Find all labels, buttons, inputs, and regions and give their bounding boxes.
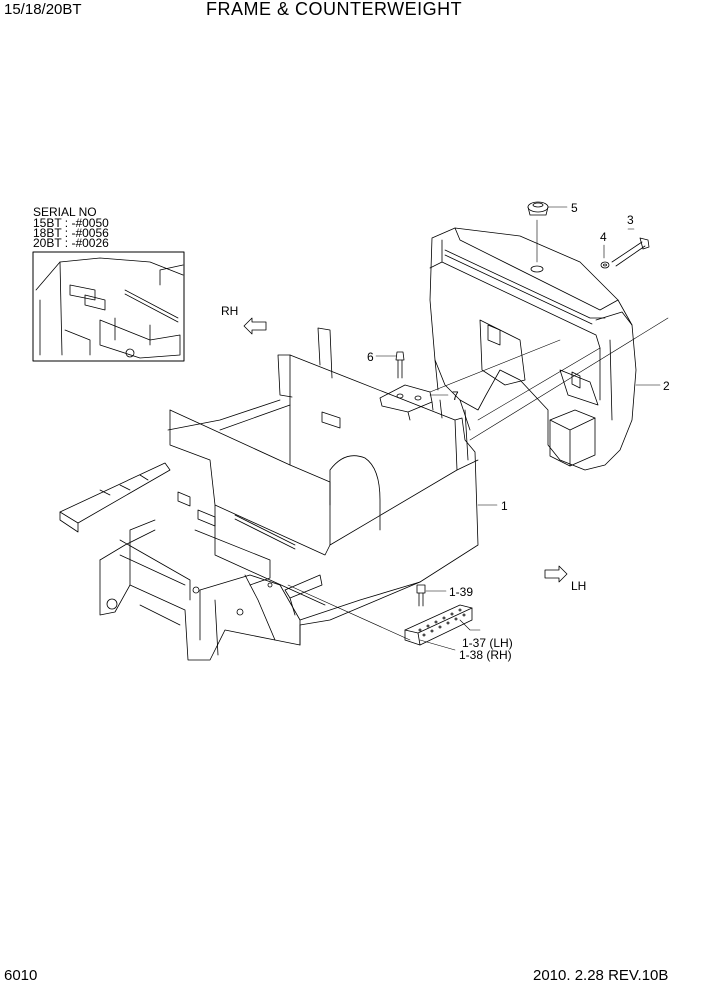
lh-direction-arrow (544, 565, 568, 583)
fastener-6-bolt (395, 351, 405, 379)
fastener-4-washer (600, 261, 610, 269)
serial-line-15bt: 15BT : -#0050 (33, 216, 109, 230)
page-title: FRAME & COUNTERWEIGHT (206, 0, 463, 19)
model-label: 15/18/20BT (4, 1, 82, 18)
bracket-7 (379, 384, 434, 421)
callout-5: 5 (571, 201, 578, 215)
direction-label-rh: RH (221, 304, 239, 318)
callout-2: 2 (663, 379, 670, 393)
fastener-5-plug (527, 201, 549, 263)
serial-inset-detail (32, 251, 185, 362)
callout-4: 4 (600, 230, 607, 244)
fastener-1-39-bolt (416, 584, 426, 607)
fastener-3-bolt (611, 237, 650, 267)
serial-line-18bt: 18BT : -#0056 (33, 226, 109, 240)
callout-1-38: 1-38 (RH) (459, 648, 512, 662)
callout-7: 7 (452, 389, 459, 403)
serial-heading: SERIAL NO (33, 205, 97, 219)
counterweight (429, 227, 637, 471)
leader-lines (287, 206, 669, 651)
revision-info: 2010. 2.28 REV.10B (533, 967, 669, 984)
direction-label-lh: LH (571, 579, 587, 593)
frame (59, 327, 479, 661)
callout-6: 6 (367, 350, 374, 364)
callout-1-39: 1-39 (449, 585, 474, 599)
callout-1: 1 (501, 499, 508, 513)
callout-1-37: 1-37 (LH) (462, 636, 513, 650)
serial-line-20bt: 20BT : -#0026 (33, 236, 109, 250)
rh-direction-arrow (243, 317, 267, 335)
step-plate (404, 604, 473, 646)
callout-3: 3 (627, 213, 634, 227)
page-number: 6010 (4, 967, 38, 984)
